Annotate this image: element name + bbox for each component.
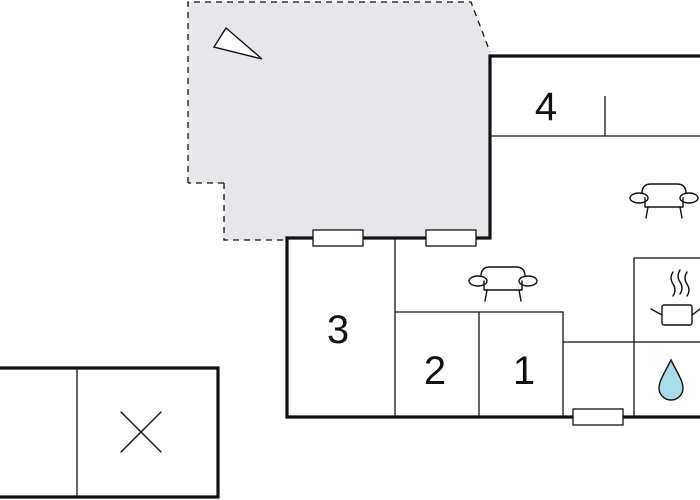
main-building-walls [285, 54, 700, 419]
room-label-4: 4 [535, 85, 557, 129]
window-2 [425, 229, 477, 247]
room-2-1-walls [395, 311, 564, 417]
window-3 [572, 408, 624, 426]
water-drop-icon [658, 358, 684, 401]
kitchen-walls [633, 257, 700, 342]
room-label-1: 1 [513, 349, 535, 393]
cooking-pot-icon [650, 269, 700, 326]
terrace-area [188, 2, 490, 240]
corridor-walls [563, 341, 700, 417]
north-arrow-icon [212, 26, 263, 60]
outbuilding-walls [0, 366, 220, 499]
window-1 [312, 229, 364, 247]
terrace-outline [187, 1, 491, 241]
sofa-icon [629, 183, 699, 219]
cross-icon [120, 411, 162, 453]
room-label-3: 3 [327, 308, 349, 352]
sofa-icon [468, 266, 538, 302]
room-label-2: 2 [424, 349, 446, 393]
